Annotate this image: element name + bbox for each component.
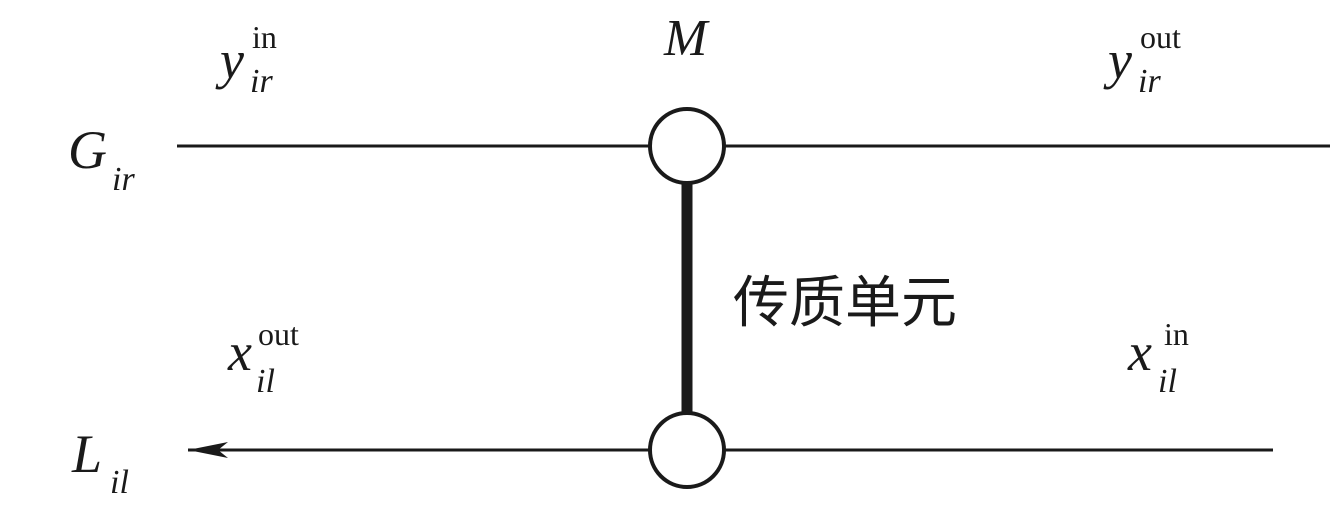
x-out-superscript: out xyxy=(258,316,299,352)
liquid-stream-subscript: il xyxy=(110,464,129,501)
y-in-superscript: in xyxy=(252,19,277,55)
x-out-subscript: il xyxy=(256,363,275,400)
x-in-symbol: x xyxy=(1127,322,1152,382)
y-in-symbol: y xyxy=(215,30,244,90)
liquid-node-circle xyxy=(648,411,726,489)
mass-transfer-unit-label: 传质单元 xyxy=(733,271,957,336)
y-in-subscript: ir xyxy=(250,63,273,100)
x-in-superscript: in xyxy=(1164,316,1189,352)
y-out-superscript: out xyxy=(1140,19,1181,55)
y-out-subscript: ir xyxy=(1138,63,1161,100)
x-in-subscript: il xyxy=(1158,363,1177,400)
gas-node-circle xyxy=(648,107,726,185)
y-out-symbol: y xyxy=(1103,30,1132,90)
x-out-symbol: x xyxy=(227,322,252,382)
liquid-stream-label: L xyxy=(71,424,102,484)
gas-stream-subscript: ir xyxy=(112,161,135,198)
node-label-M: M xyxy=(663,10,710,67)
gas-stream-label: G xyxy=(68,120,107,180)
